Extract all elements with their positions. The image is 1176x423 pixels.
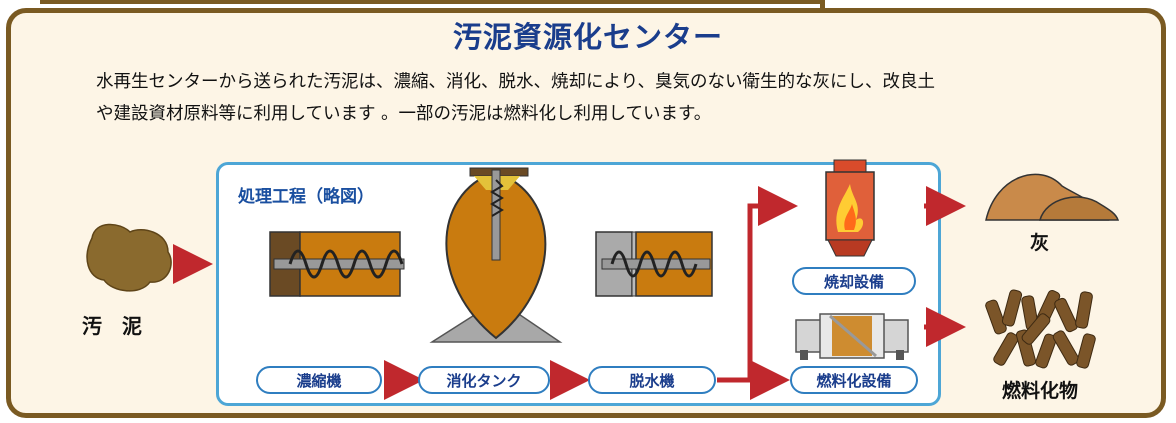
ash-pile-icon xyxy=(985,173,1120,221)
page-title: 汚泥資源化センター xyxy=(452,20,723,54)
top-border-stub xyxy=(820,0,825,10)
step-thickener: 濃縮機 xyxy=(256,366,382,394)
step-dewatering: 脱水機 xyxy=(588,366,716,394)
fuel-pellets-icon xyxy=(985,289,1096,369)
top-border-line xyxy=(40,0,820,4)
description-line-2: や建設資材原料等に利用しています 。一部の汚泥は燃料化し利用しています。 xyxy=(96,104,712,124)
thickener-machine-icon xyxy=(269,231,405,297)
arrow-dewatering-branch xyxy=(717,186,798,383)
description-line-1: 水再生センターから送られた汚泥は、濃縮、消化、脱水、焼却により、臭気のない衛生的… xyxy=(96,72,935,92)
description: 水再生センターから送られた汚泥は、濃縮、消化、脱水、焼却により、臭気のない衛生的… xyxy=(96,66,1136,130)
sludge-label: 汚 泥 xyxy=(82,314,142,338)
incinerator-icon xyxy=(825,159,875,257)
dewatering-machine-icon xyxy=(595,231,713,297)
fuel-product-label: 燃料化物 xyxy=(1002,380,1079,402)
step-fuel-production: 燃料化設備 xyxy=(790,366,918,394)
digestion-tank-icon xyxy=(429,167,563,343)
fuel-production-machine-icon xyxy=(795,313,909,360)
ash-label: 灰 xyxy=(1030,232,1050,254)
process-title: 処理工程（略図） xyxy=(238,187,374,207)
sludge-blob-icon xyxy=(86,223,172,292)
step-incineration: 焼却設備 xyxy=(792,267,916,295)
step-digestion-tank: 消化タンク xyxy=(418,366,550,394)
